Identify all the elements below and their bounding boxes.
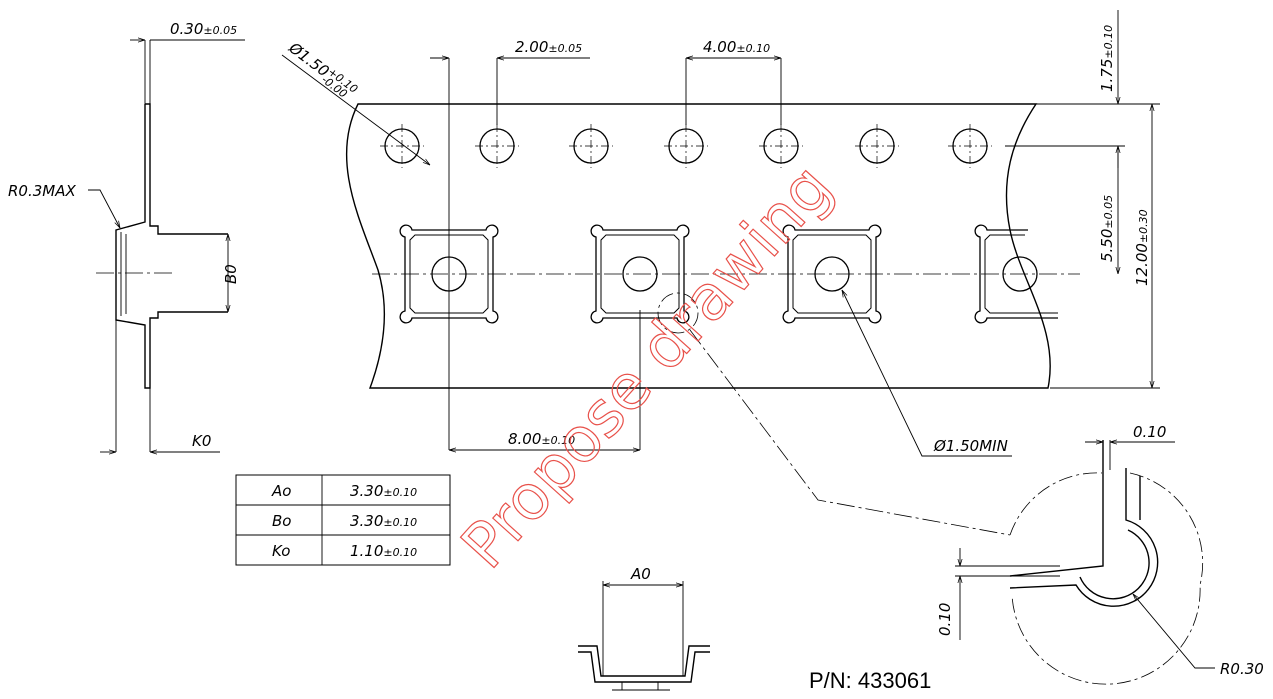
table-row-value: 1.10±0.10 [350, 542, 417, 560]
table-row-name: Ko [272, 542, 290, 560]
table-row-name: Bo [272, 512, 291, 530]
hole-dia-label: Ø1.50+0.10-0.00 [282, 37, 360, 103]
table-row-name: Ao [271, 482, 291, 500]
part-number: P/N: 433061 [809, 668, 931, 693]
center-label: 5.50±0.05 [1098, 195, 1116, 262]
k0-label: K0 [192, 432, 211, 450]
sprocket-hole [663, 123, 709, 169]
a0-label: A0 [630, 565, 651, 583]
watermark: Propose drawing [447, 150, 846, 582]
pocket-pitch-label: 8.00±0.10 [508, 430, 575, 448]
width-label: 12.00±0.30 [1133, 209, 1151, 286]
sprocket-pitch-label: 4.00±0.10 [703, 38, 770, 56]
detail-view: 0.10 0.10 R0.30 [936, 423, 1264, 685]
sprocket-hole [854, 123, 900, 169]
pocket-hole-label: Ø1.50MIN [933, 437, 1008, 455]
detail-wall-label-2: 0.10 [936, 603, 954, 636]
thickness-label: 0.30±0.05 [170, 20, 237, 38]
sprocket-hole [947, 123, 993, 169]
detail-wall-label: 0.10 [1133, 423, 1166, 441]
thickness-tol: ±0.05 [203, 24, 237, 37]
hole-pitch-label: 2.00±0.05 [515, 38, 582, 56]
sprocket-hole [379, 123, 425, 169]
side-view: 0.30±0.05 R0.3MAX B0 K0 [8, 20, 245, 452]
side-radius-label: R0.3MAX [8, 182, 76, 200]
table-row-value: 3.30±0.10 [350, 512, 417, 530]
section-view: A0 [578, 565, 710, 691]
sprocket-hole [474, 123, 520, 169]
edge-label: 1.75±0.10 [1098, 25, 1116, 92]
sprocket-hole [568, 123, 614, 169]
dimension-table: Ao 3.30±0.10 Bo 3.30±0.10 Ko 1.10±0.10 [235, 474, 451, 566]
b0-label: B0 [222, 264, 240, 284]
table-row-value: 3.30±0.10 [350, 482, 417, 500]
detail-radius-label: R0.30 [1220, 660, 1264, 678]
